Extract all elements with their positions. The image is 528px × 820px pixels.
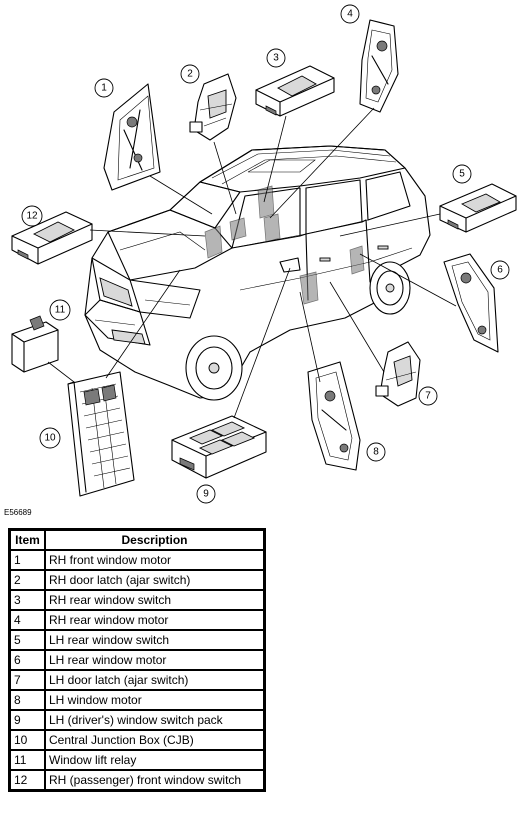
item-description: LH (driver's) window switch pack bbox=[45, 710, 264, 730]
item-description: RH rear window switch bbox=[45, 590, 264, 610]
callout-9: 9 bbox=[196, 484, 216, 504]
item-number: 9 bbox=[10, 710, 45, 730]
item-description: RH door latch (ajar switch) bbox=[45, 570, 264, 590]
svg-text:4: 4 bbox=[347, 9, 353, 20]
svg-text:5: 5 bbox=[459, 169, 465, 180]
item-description: LH door latch (ajar switch) bbox=[45, 670, 264, 690]
item-description: Window lift relay bbox=[45, 750, 264, 770]
svg-text:12: 12 bbox=[26, 211, 38, 222]
item-description: LH rear window switch bbox=[45, 630, 264, 650]
lh-door-latch bbox=[375, 341, 421, 407]
item-description: LH window motor bbox=[45, 690, 264, 710]
legend-header-row: Item Description bbox=[10, 530, 264, 550]
item-description: RH (passenger) front window switch bbox=[45, 770, 264, 790]
callout-5: 5 bbox=[452, 164, 472, 184]
item-number: 12 bbox=[10, 770, 45, 790]
item-description: LH rear window motor bbox=[45, 650, 264, 670]
vehicle-illustration bbox=[84, 145, 431, 401]
svg-text:6: 6 bbox=[497, 265, 503, 276]
lh-window-switch-pack bbox=[171, 415, 267, 479]
window-lift-relay bbox=[11, 315, 59, 373]
leader-lines bbox=[47, 107, 457, 419]
central-junction-box bbox=[67, 371, 135, 497]
header-description: Description bbox=[45, 530, 264, 550]
svg-text:10: 10 bbox=[44, 433, 56, 444]
callout-1: 1 bbox=[94, 78, 114, 98]
item-number: 2 bbox=[10, 570, 45, 590]
item-number: 11 bbox=[10, 750, 45, 770]
header-item: Item bbox=[10, 530, 45, 550]
item-number: 8 bbox=[10, 690, 45, 710]
callout-6: 6 bbox=[490, 260, 510, 280]
item-number: 6 bbox=[10, 650, 45, 670]
item-number: 5 bbox=[10, 630, 45, 650]
callout-4: 4 bbox=[340, 4, 360, 24]
item-number: 4 bbox=[10, 610, 45, 630]
item-description: Central Junction Box (CJB) bbox=[45, 730, 264, 750]
lh-rear-window-motor bbox=[443, 253, 499, 353]
component-location-diagram: 1 2 3 4 5 6 7 8 9 10 11 12 bbox=[11, 4, 517, 504]
svg-text:1: 1 bbox=[101, 83, 107, 94]
rh-rear-window-motor bbox=[359, 19, 399, 113]
item-number: 10 bbox=[10, 730, 45, 750]
rh-rear-window-switch bbox=[255, 65, 335, 117]
svg-text:2: 2 bbox=[187, 69, 193, 80]
callout-11: 11 bbox=[49, 299, 71, 321]
callout-12: 12 bbox=[21, 205, 43, 227]
callout-10: 10 bbox=[39, 427, 61, 449]
lh-rear-window-switch bbox=[439, 183, 517, 233]
callout-7: 7 bbox=[418, 386, 438, 406]
item-description: RH front window motor bbox=[45, 550, 264, 570]
svg-text:11: 11 bbox=[55, 305, 66, 316]
rh-front-window-switch bbox=[11, 211, 93, 265]
svg-text:7: 7 bbox=[425, 391, 431, 402]
callout-3: 3 bbox=[266, 48, 286, 68]
item-number: 3 bbox=[10, 590, 45, 610]
item-number: 7 bbox=[10, 670, 45, 690]
callout-8: 8 bbox=[366, 442, 386, 462]
svg-text:8: 8 bbox=[373, 447, 379, 458]
rh-door-latch bbox=[189, 73, 237, 141]
svg-text:3: 3 bbox=[273, 53, 279, 64]
figure-id: E56689 bbox=[4, 508, 32, 517]
rh-front-window-motor bbox=[103, 83, 161, 191]
item-number: 1 bbox=[10, 550, 45, 570]
callout-2: 2 bbox=[180, 64, 200, 84]
svg-text:9: 9 bbox=[203, 489, 209, 500]
lh-window-motor bbox=[307, 361, 361, 471]
item-description: RH rear window motor bbox=[45, 610, 264, 630]
